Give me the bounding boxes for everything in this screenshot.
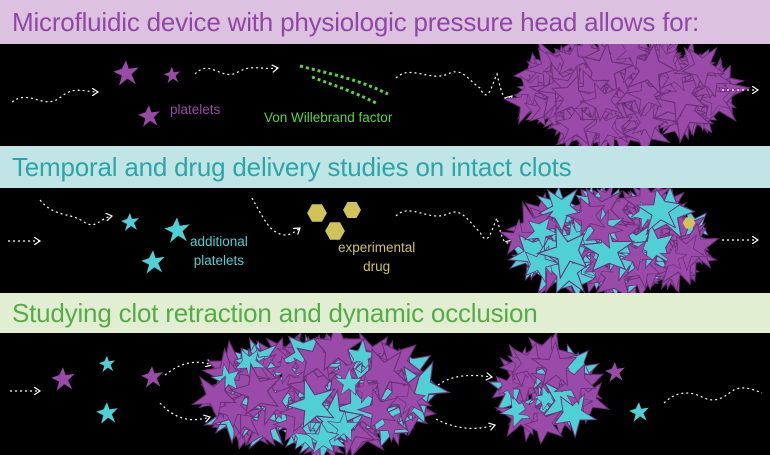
platelet-icon bbox=[121, 213, 139, 231]
clot-platelet bbox=[535, 223, 588, 280]
clot-platelet bbox=[615, 44, 651, 71]
section-1-title: Microfluidic device with physiologic pre… bbox=[12, 6, 700, 37]
flow-arrow-5 bbox=[435, 418, 495, 428]
flow-arrow-3 bbox=[159, 402, 210, 420]
clot-platelet bbox=[271, 355, 300, 386]
clot-platelet bbox=[550, 74, 598, 122]
platelet-icon bbox=[164, 217, 190, 243]
clot-platelet bbox=[190, 375, 237, 420]
platelet-icon bbox=[629, 402, 649, 422]
clot-platelet bbox=[631, 103, 667, 141]
clot-platelet bbox=[356, 347, 412, 404]
platelet-icon bbox=[98, 355, 116, 373]
vwf-icon bbox=[299, 64, 389, 96]
flow-arrow-2 bbox=[164, 362, 212, 376]
clot-icon bbox=[502, 44, 752, 146]
platelet-icon bbox=[141, 366, 163, 388]
drug-icon bbox=[307, 204, 327, 222]
section-3-header: Studying clot retraction and dynamic occ… bbox=[0, 293, 770, 333]
flow-arrow-6 bbox=[663, 387, 763, 404]
clot-platelet bbox=[228, 362, 283, 416]
clot-platelet bbox=[509, 342, 552, 385]
clot-platelet bbox=[524, 244, 561, 284]
clot-platelet bbox=[514, 74, 547, 106]
clot-icon bbox=[487, 333, 611, 446]
clot-platelet bbox=[681, 46, 726, 89]
clot-platelet bbox=[351, 374, 380, 404]
clot-icon bbox=[190, 333, 452, 455]
clot-platelet bbox=[523, 217, 560, 252]
clot-platelet bbox=[557, 44, 595, 82]
section-2-header: Temporal and drug delivery studies on in… bbox=[0, 146, 770, 188]
flow-arrow-3 bbox=[251, 197, 300, 236]
platelet-icon bbox=[605, 362, 625, 382]
flow-arrow-2 bbox=[194, 68, 278, 76]
flow-arrow-1 bbox=[11, 90, 98, 103]
additional-platelets-label: additional platelets bbox=[190, 234, 248, 268]
platelet-icon bbox=[113, 60, 139, 86]
vwf-label: Von Willebrand factor bbox=[264, 110, 393, 125]
platelet-icon bbox=[51, 367, 75, 391]
platelets-label: platelets bbox=[170, 102, 221, 117]
clot-platelet bbox=[518, 397, 545, 423]
section-3-panel bbox=[0, 333, 770, 455]
clot-platelet bbox=[498, 371, 525, 401]
flow-arrow-2 bbox=[39, 199, 112, 226]
clot-platelet bbox=[628, 221, 675, 270]
section-3-title: Studying clot retraction and dynamic occ… bbox=[12, 297, 538, 328]
vwf-icon bbox=[311, 75, 379, 106]
clot-platelet bbox=[564, 196, 606, 238]
platelet-icon bbox=[163, 66, 181, 84]
clot-platelet bbox=[312, 333, 367, 373]
platelet-icon bbox=[138, 105, 160, 127]
clot-platelet bbox=[635, 188, 682, 233]
clot-platelet bbox=[584, 109, 623, 146]
section-2-title: Temporal and drug delivery studies on in… bbox=[12, 151, 572, 182]
section-1-panel: platelets Von Willebrand factor bbox=[0, 44, 770, 146]
flow-arrow-3 bbox=[395, 71, 512, 99]
clot-platelet bbox=[326, 409, 360, 442]
section-2-panel: additional platelets experimental drug bbox=[0, 188, 770, 293]
flow-arrow-4 bbox=[437, 375, 492, 386]
clot-platelet bbox=[555, 105, 598, 146]
clot-platelet bbox=[582, 81, 623, 123]
drug-icon bbox=[343, 202, 361, 218]
section-1-header: Microfluidic device with physiologic pre… bbox=[0, 0, 770, 44]
clot-platelet bbox=[333, 367, 363, 396]
experimental-drug-label: experimental drug bbox=[338, 240, 416, 274]
section-1-illustration bbox=[11, 44, 770, 146]
clot-platelet bbox=[658, 57, 694, 92]
clot-platelet bbox=[304, 421, 340, 455]
clot-platelet bbox=[537, 188, 587, 233]
clot-platelet bbox=[356, 387, 399, 429]
clot-platelet bbox=[530, 340, 578, 388]
clot-platelet bbox=[658, 242, 689, 270]
platelet-icon bbox=[141, 250, 165, 274]
clot-platelet bbox=[285, 376, 337, 429]
clot-icon bbox=[498, 188, 720, 293]
platelet-icon bbox=[96, 402, 118, 424]
clot-platelet bbox=[624, 44, 677, 96]
clot-platelet bbox=[553, 393, 599, 440]
clot-platelet bbox=[394, 384, 427, 415]
section-2-illustration bbox=[8, 188, 770, 293]
section-3-illustration bbox=[10, 333, 763, 455]
